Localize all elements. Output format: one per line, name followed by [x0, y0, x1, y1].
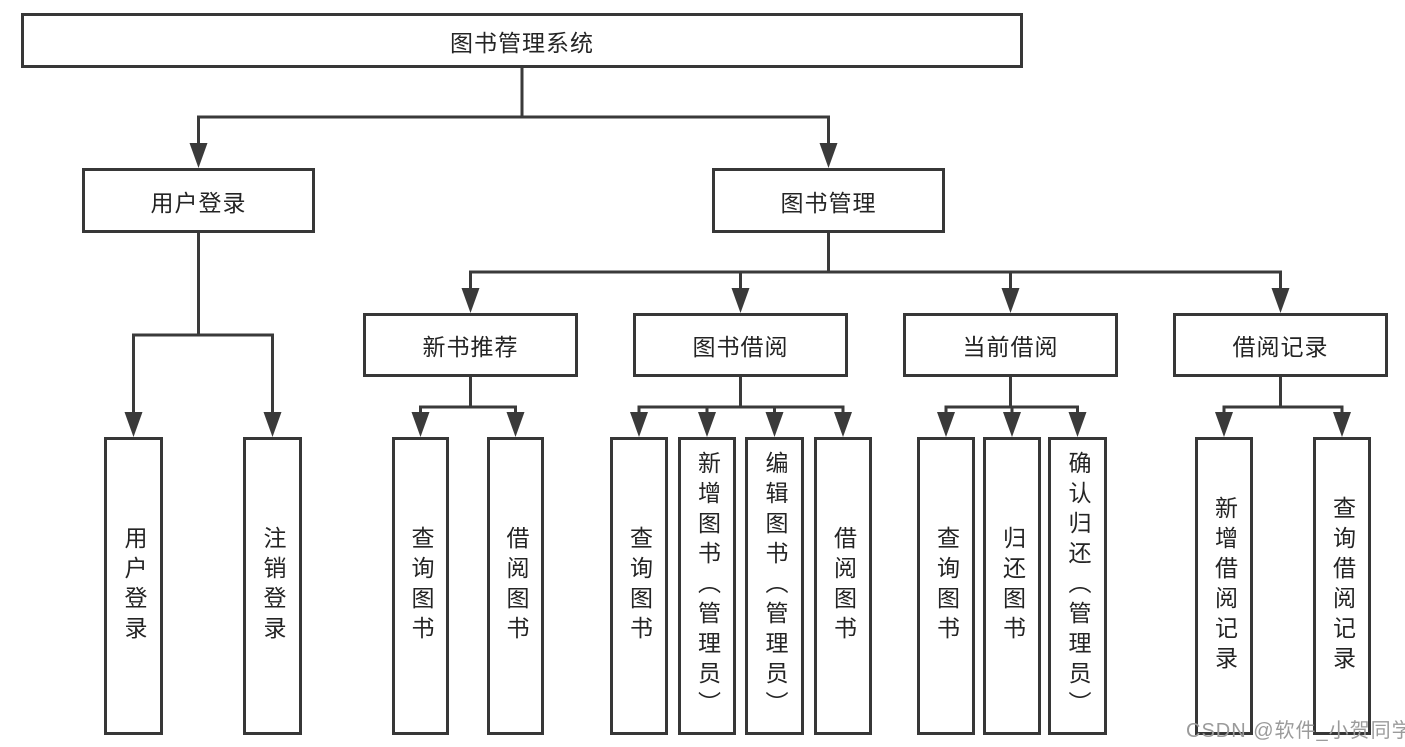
node-new-book-recommend: 新书推荐: [363, 313, 578, 377]
node-leaf-borrow-edit-admin: 编辑图书（管理员）: [745, 437, 804, 735]
node-leaf-newbook-borrow: 借阅图书: [487, 437, 544, 735]
node-book-borrow: 图书借阅: [633, 313, 848, 377]
node-leaf-records-query: 查询借阅记录: [1313, 437, 1371, 735]
node-leaf-user-login: 用户登录: [104, 437, 163, 735]
node-leaf-current-query: 查询图书: [917, 437, 975, 735]
node-leaf-borrow-query: 查询图书: [610, 437, 668, 735]
node-leaf-current-return: 归还图书: [983, 437, 1041, 735]
node-current-borrow: 当前借阅: [903, 313, 1118, 377]
node-leaf-borrow-borrow: 借阅图书: [814, 437, 872, 735]
node-borrow-records: 借阅记录: [1173, 313, 1388, 377]
node-leaf-logout: 注销登录: [243, 437, 302, 735]
node-leaf-current-confirm-admin: 确认归还（管理员）: [1048, 437, 1107, 735]
node-book-mgmt: 图书管理: [712, 168, 945, 233]
watermark: CSDN @软件_小贺同学: [1186, 720, 1405, 742]
node-leaf-records-add: 新增借阅记录: [1195, 437, 1253, 735]
node-leaf-borrow-add-admin: 新增图书（管理员）: [678, 437, 736, 735]
node-user-login: 用户登录: [82, 168, 315, 233]
node-root: 图书管理系统: [21, 13, 1023, 68]
node-leaf-newbook-query: 查询图书: [392, 437, 449, 735]
